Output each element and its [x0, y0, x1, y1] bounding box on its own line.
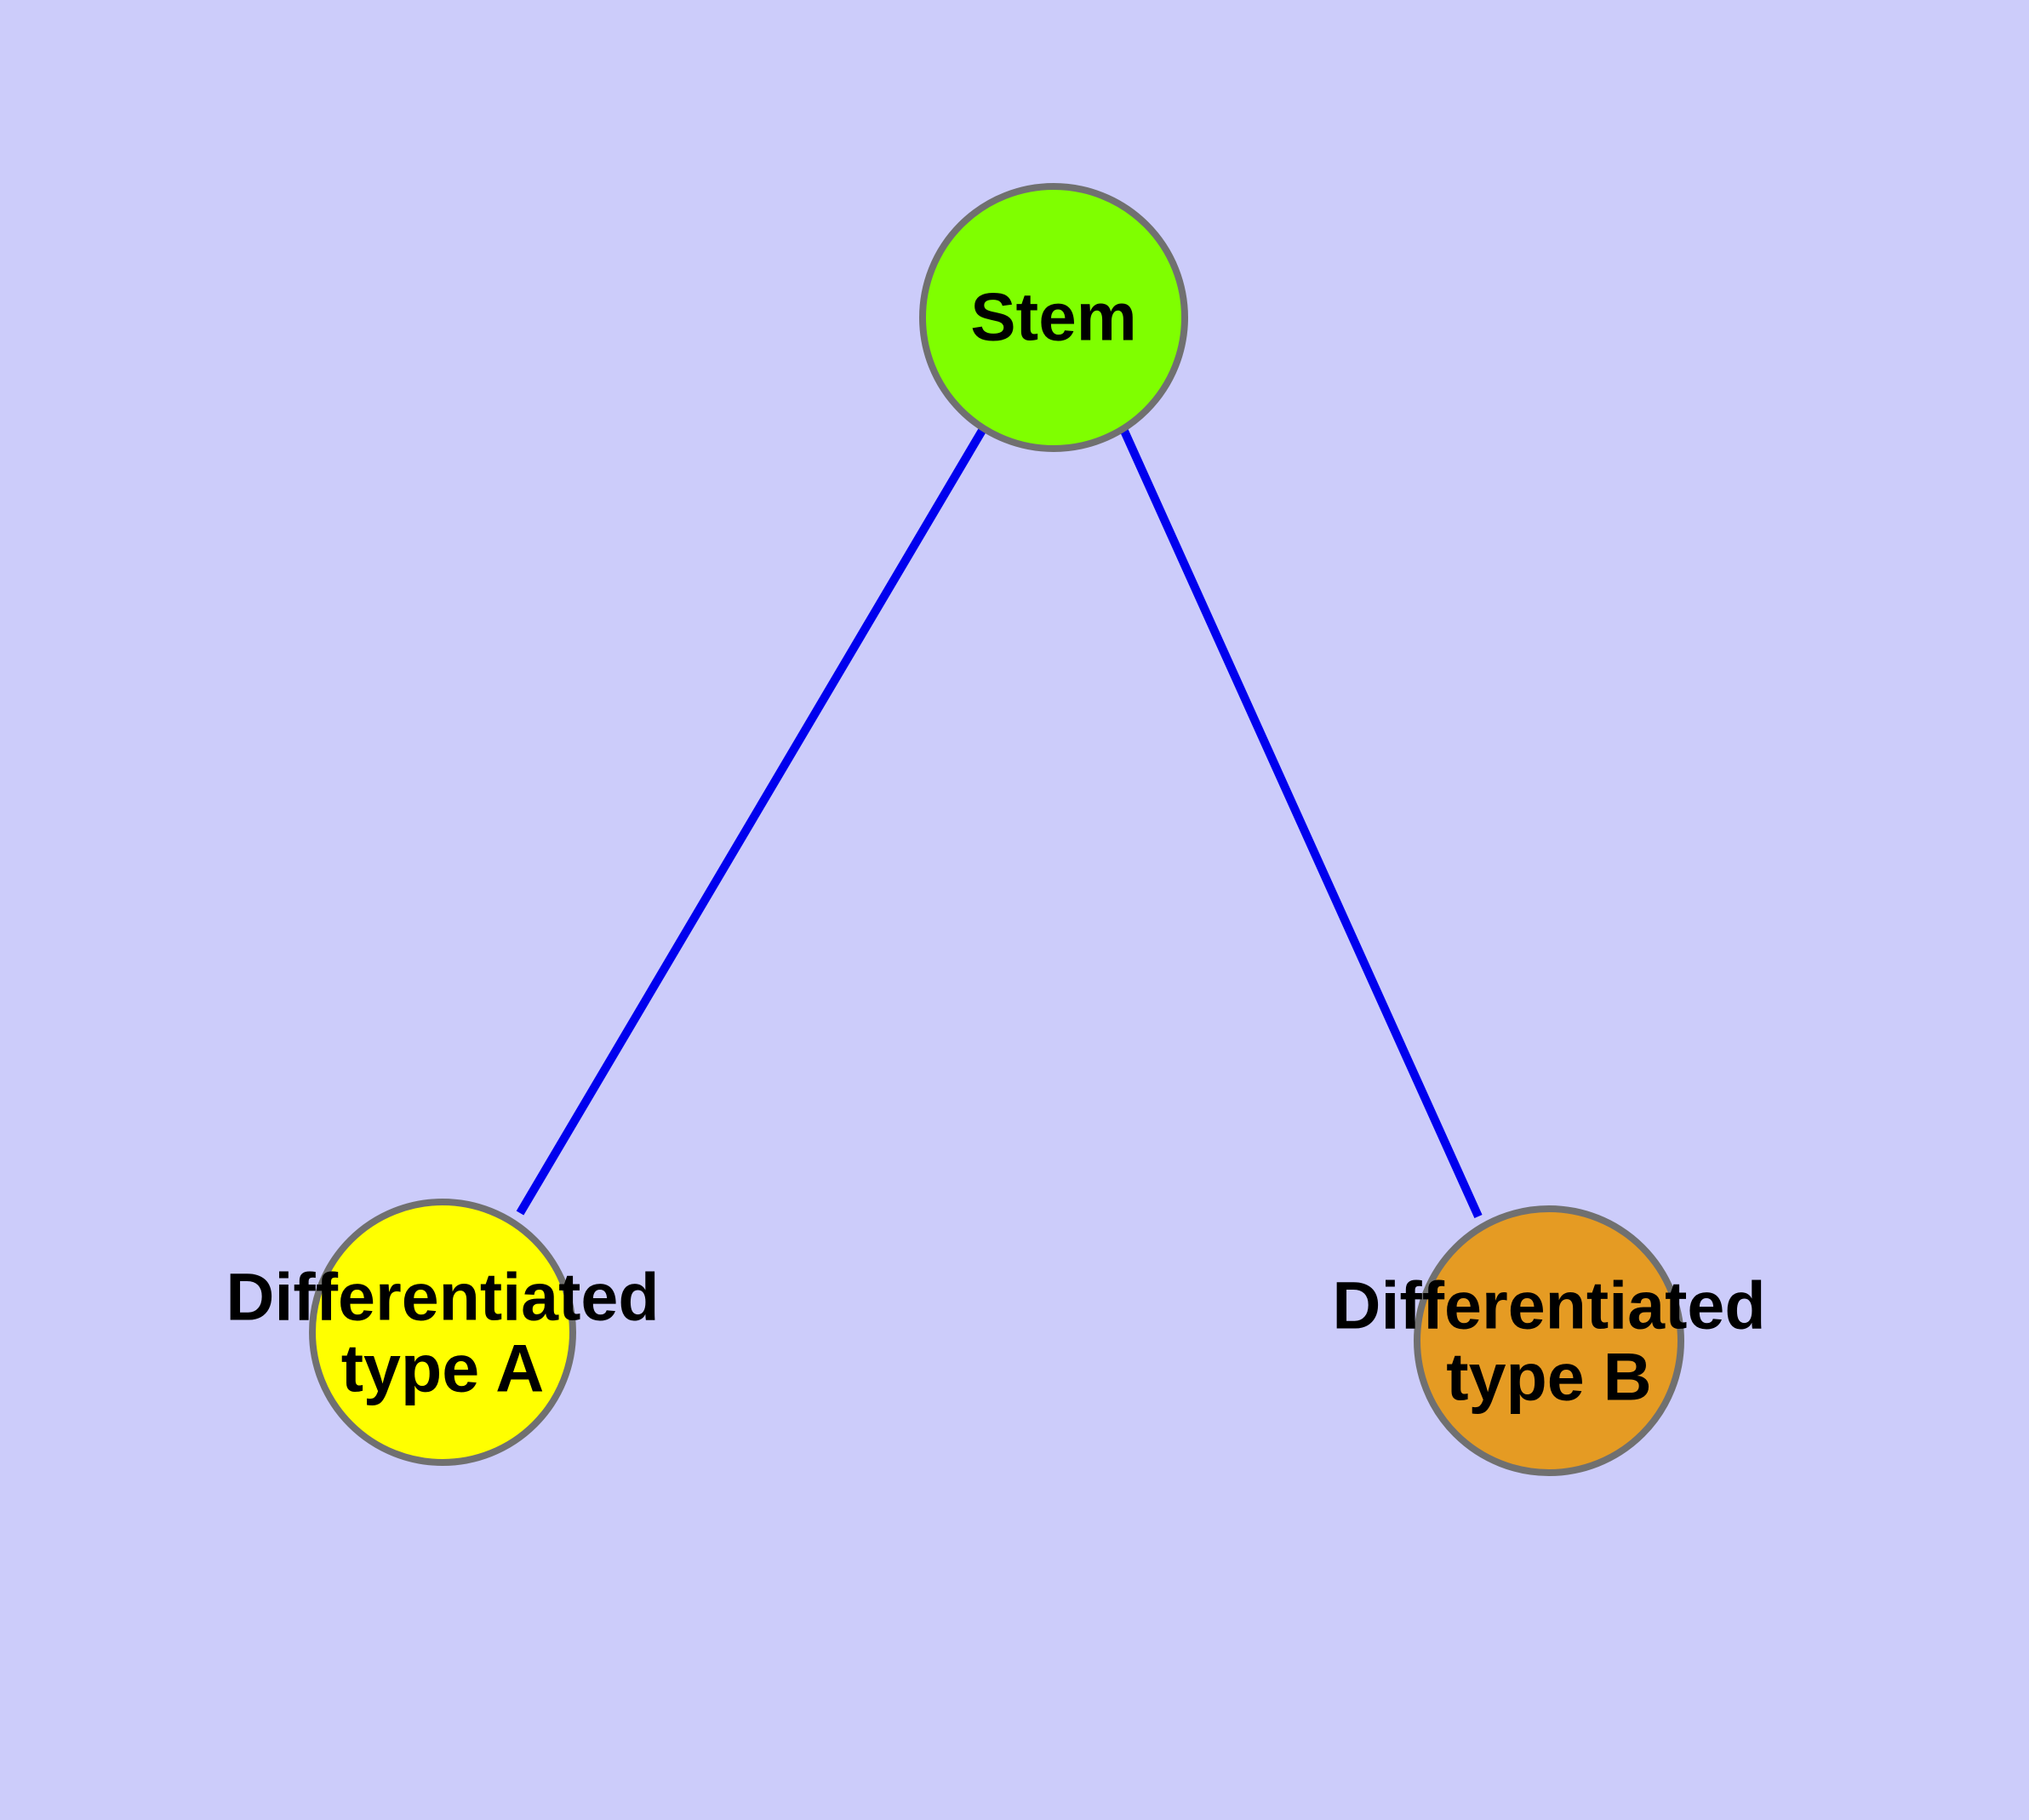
node-differentiated-type-b[interactable]: [1414, 1205, 1684, 1476]
edge-stem-to-differentiated-type-b[interactable]: [1119, 426, 1483, 1219]
node-stem[interactable]: [919, 183, 1188, 452]
node-differentiated-type-a[interactable]: [309, 1199, 576, 1466]
edge-stem-to-differentiated-type-a[interactable]: [516, 426, 987, 1216]
node-layer: [309, 183, 1684, 1476]
edge-layer: [516, 426, 1483, 1219]
